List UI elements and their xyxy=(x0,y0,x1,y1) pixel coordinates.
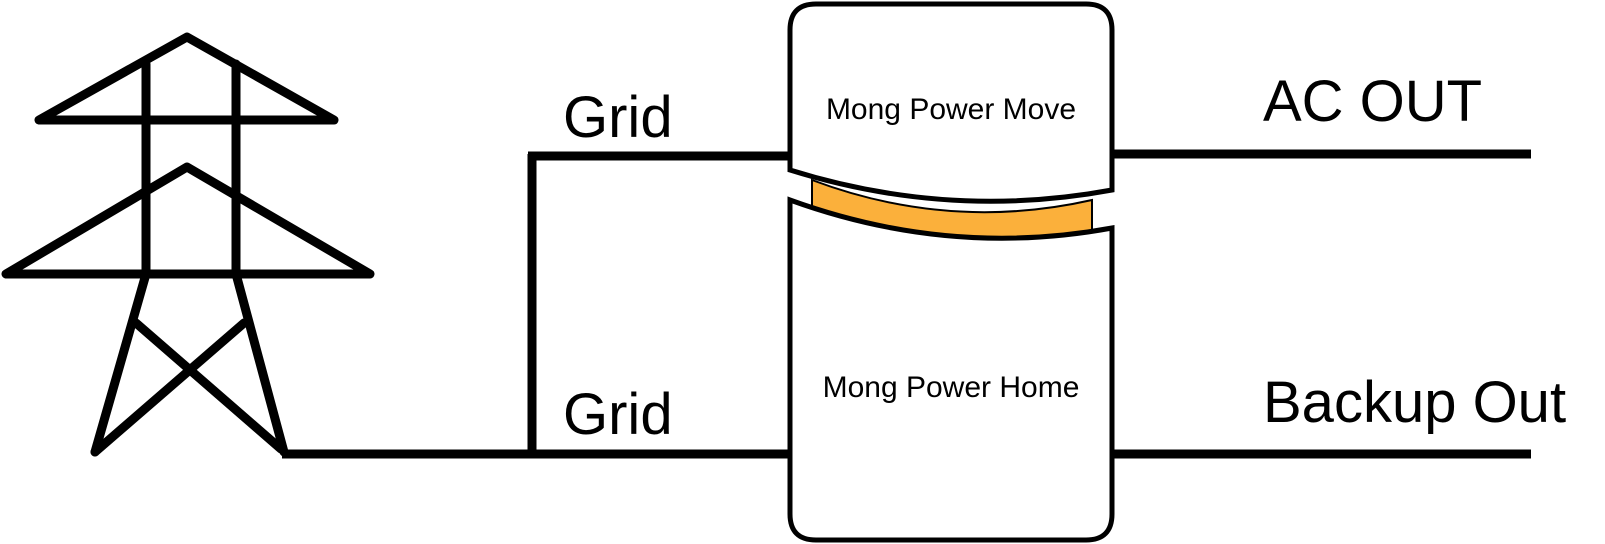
grid-label-top: Grid xyxy=(563,85,673,150)
grid-label-bottom: Grid xyxy=(563,382,673,447)
output-top-label: AC OUT xyxy=(1263,69,1482,134)
transmission-tower-icon xyxy=(1,32,375,457)
device-bottom-label: Mong Power Home xyxy=(823,371,1080,404)
output-wiring xyxy=(1110,149,1531,459)
device-top-label: Mong Power Move xyxy=(826,93,1076,126)
device-mong-power-move xyxy=(787,1,1115,204)
output-bottom-label: Backup Out xyxy=(1263,370,1566,435)
device-mong-power-home xyxy=(787,196,1115,543)
grid-wiring xyxy=(282,151,788,459)
